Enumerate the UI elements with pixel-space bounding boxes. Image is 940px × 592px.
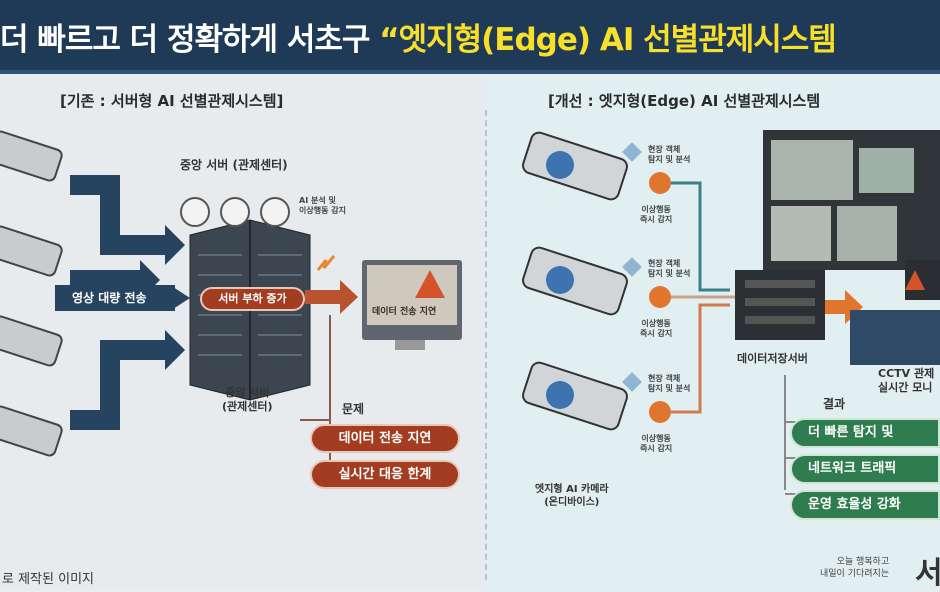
result-connector — [784, 375, 800, 495]
result-item: 운영 효율성 강화 — [790, 490, 940, 520]
title-bar: 더 빠르고 더 정확하게 서초구 “엣지형(Edge) AI 선별관제시스템 — [0, 0, 940, 74]
ai-icons — [180, 197, 290, 227]
transfer-label: 영상 대량 전송 — [72, 291, 147, 305]
signal-icon — [316, 255, 336, 271]
problem-title: 문제 — [342, 402, 365, 416]
edge-heading: [개선 : 엣지형(Edge) AI 선별관제시스템 — [548, 92, 821, 110]
ai-chip-icon — [546, 151, 574, 409]
operator-icon — [850, 260, 940, 365]
video-wall-icon — [763, 130, 940, 270]
camera-icon — [0, 130, 63, 457]
seocho-logo: 서 — [915, 556, 940, 591]
storage-server-label: 데이터저장서버 — [737, 352, 808, 365]
monitor-text: 데이터 전송 지연 — [372, 307, 437, 317]
flow-line — [671, 181, 730, 292]
transfer-arrows — [55, 175, 190, 430]
legacy-heading: [기존 : 서버형 AI 선별관제시스템] — [60, 92, 284, 110]
panel-divider — [485, 110, 487, 580]
edge-diagram-graphics — [522, 130, 940, 495]
flow-line — [671, 303, 730, 414]
server-load-badge: 서버 부하 증가 — [200, 287, 305, 311]
legacy-diagram-graphics — [0, 130, 462, 460]
problem-item: 데이터 전송 지연 — [310, 424, 460, 453]
server-top-label: 중앙 서버 (관제센터) — [180, 158, 288, 172]
detect-icon — [622, 142, 642, 392]
result-item: 네트워크 트래픽 — [790, 454, 940, 484]
monitor-icon — [362, 260, 462, 350]
result-item: 더 빠른 탐지 및 — [790, 418, 940, 448]
storage-server-icon — [735, 270, 825, 340]
edge-camera-label: 엣지형 AI 카메라(온디바이스) — [535, 484, 609, 508]
main-title: 더 빠르고 더 정확하게 서초구 “엣지형(Edge) AI 선별관제시스템 — [0, 22, 837, 58]
edge-camera-icon — [522, 131, 628, 431]
footnote: 로 제작된 이미지 — [2, 572, 94, 587]
title-highlight: “엣지형(Edge) AI 선별관제시스템 — [379, 22, 837, 58]
output-arrow — [305, 280, 358, 314]
result-title: 결과 — [823, 397, 846, 411]
server-bottom-label: 중앙 서버(관제센터) — [222, 386, 273, 413]
alert-dot-icon — [649, 172, 671, 423]
problem-item: 실시간 대응 한계 — [310, 460, 460, 489]
